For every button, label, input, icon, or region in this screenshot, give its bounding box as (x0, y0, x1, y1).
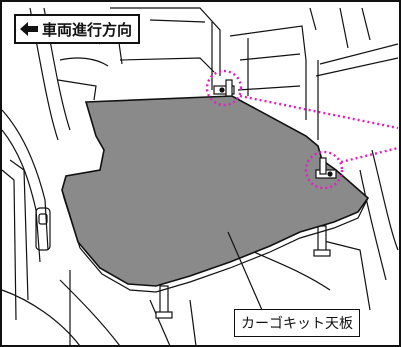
part-leader-line (227, 231, 263, 311)
vehicle-interior-rear (95, 7, 399, 347)
arrow-left-icon (20, 22, 38, 36)
bracket-callouts (205, 69, 399, 190)
panel-support-legs (155, 225, 331, 319)
cargo-kit-panel-label: カーゴキット天板 (234, 309, 360, 337)
mounting-bracket-upper (213, 79, 235, 97)
cargo-kit-panel (61, 95, 370, 287)
cargo-kit-panel-text: カーゴキット天板 (241, 316, 353, 332)
vehicle-direction-label: 車両進行方向 (14, 14, 141, 44)
cargo-kit-panel-edge (61, 189, 369, 293)
mounting-bracket-lower (315, 157, 337, 179)
vehicle-direction-text: 車両進行方向 (42, 20, 133, 39)
